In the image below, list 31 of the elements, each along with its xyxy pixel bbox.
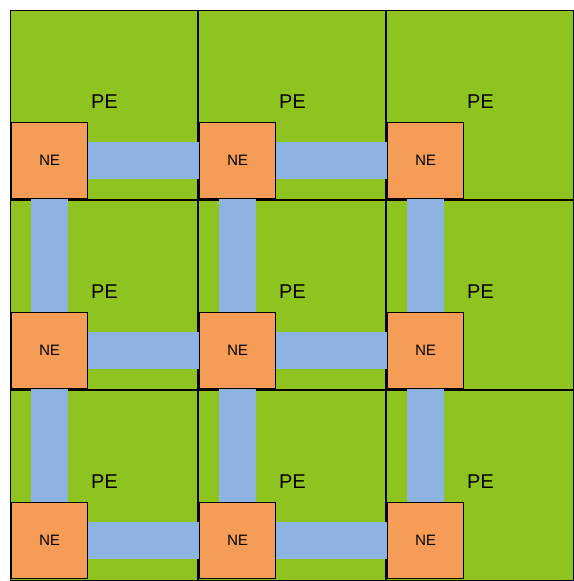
processing-element-tile (386, 10, 574, 200)
link-bar (276, 142, 387, 179)
link-bar (276, 522, 387, 559)
network-element-box: NE (11, 502, 88, 579)
network-element-box: NE (199, 502, 276, 579)
network-element-box: NE (11, 122, 88, 199)
network-element-box: NE (387, 122, 464, 199)
link-bar (219, 199, 256, 312)
network-element-box: NE (387, 312, 464, 389)
link-bar (407, 199, 444, 312)
tile-label: PE (91, 281, 118, 304)
link-bar (88, 522, 199, 559)
link-bar (219, 389, 256, 502)
network-element-box: NE (11, 312, 88, 389)
tile-label: PE (279, 91, 306, 114)
tile-label: PE (91, 91, 118, 114)
network-element-box: NE (199, 122, 276, 199)
link-bar (31, 389, 68, 502)
link-bar (88, 332, 199, 369)
tile-label: PE (467, 471, 494, 494)
tile-label: PE (91, 471, 118, 494)
link-bar (88, 142, 199, 179)
tile-label: PE (467, 281, 494, 304)
link-bar (407, 389, 444, 502)
tile-label: PE (279, 471, 306, 494)
link-bar (276, 332, 387, 369)
network-element-box: NE (387, 502, 464, 579)
network-element-box: NE (199, 312, 276, 389)
tile-label: PE (467, 91, 494, 114)
tile-label: PE (279, 281, 306, 304)
link-bar (31, 199, 68, 312)
